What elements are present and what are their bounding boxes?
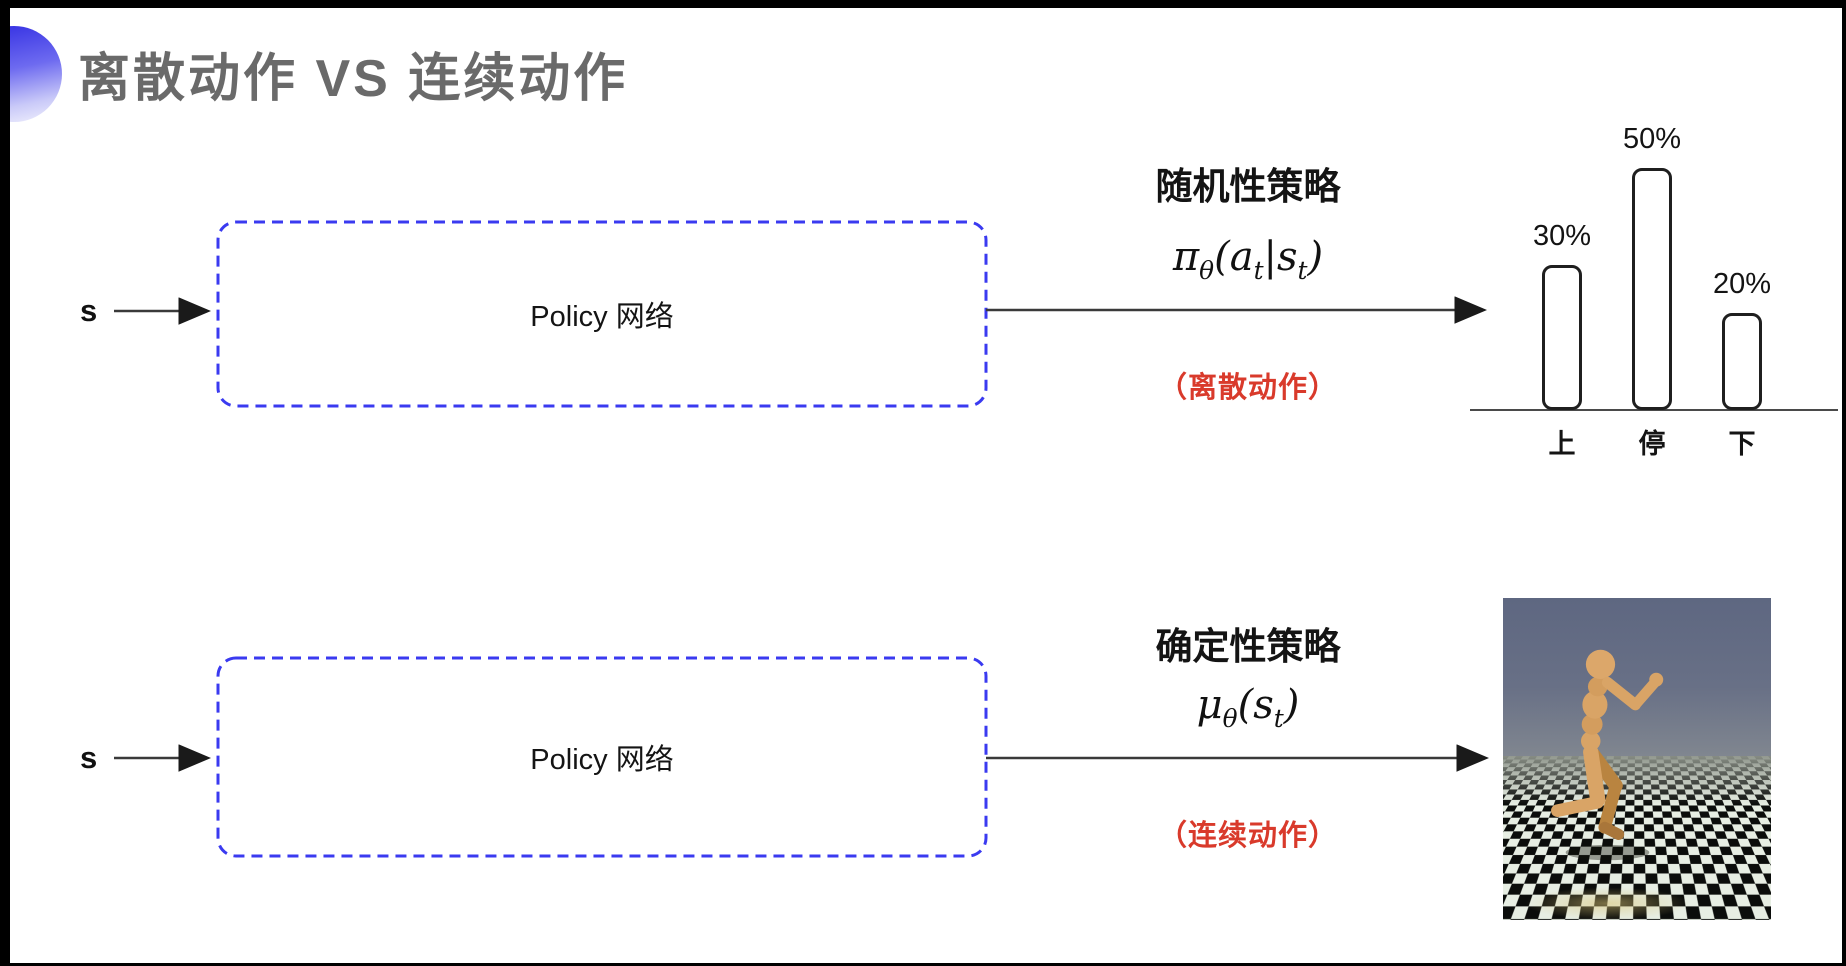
bar-up	[1542, 265, 1582, 410]
discrete-action-note: （离散动作）	[1068, 364, 1428, 406]
deterministic-policy-formula: μθ(st)	[1068, 682, 1428, 733]
humanoid-simulation-image	[1503, 598, 1771, 920]
policy-network-label-bottom: Policy 网络	[530, 736, 673, 778]
chart-category-labels: 上 停 下	[1462, 422, 1842, 461]
bar-down	[1722, 313, 1762, 410]
category-label-stop: 停	[1620, 422, 1684, 461]
policy-network-box-top: Policy 网络	[218, 222, 986, 406]
slide-canvas: 离散动作 VS 连续动作	[10, 8, 1842, 963]
stochastic-policy-title: 随机性策略	[1068, 156, 1428, 210]
bar-stop	[1632, 168, 1672, 410]
bar-item-down: 20%	[1710, 268, 1774, 410]
bar-value-label: 20%	[1713, 268, 1771, 301]
policy-network-label-top: Policy 网络	[530, 293, 673, 335]
deterministic-policy-title: 确定性策略	[1068, 616, 1428, 670]
state-input-label-bottom: s	[80, 740, 97, 776]
bar-item-stop: 50%	[1620, 123, 1684, 410]
policy-network-box-bottom: Policy 网络	[218, 658, 986, 856]
chart-bars: 30% 50% 20%	[1462, 96, 1842, 410]
humanoid-robot-figure	[1535, 617, 1674, 907]
title-bullet-decoration	[10, 26, 62, 122]
page-title: 离散动作 VS 连续动作	[78, 36, 628, 111]
state-input-label-top: s	[80, 293, 97, 329]
action-probability-chart: 30% 50% 20% 上 停 下	[1462, 96, 1842, 461]
bar-value-label: 30%	[1533, 220, 1591, 253]
category-label-down: 下	[1710, 422, 1774, 461]
category-label-up: 上	[1530, 422, 1594, 461]
bar-item-up: 30%	[1530, 220, 1594, 410]
stochastic-policy-formula: πθ(at|st)	[1068, 234, 1428, 285]
continuous-action-note: （连续动作）	[1068, 812, 1428, 854]
bar-value-label: 50%	[1623, 123, 1681, 156]
